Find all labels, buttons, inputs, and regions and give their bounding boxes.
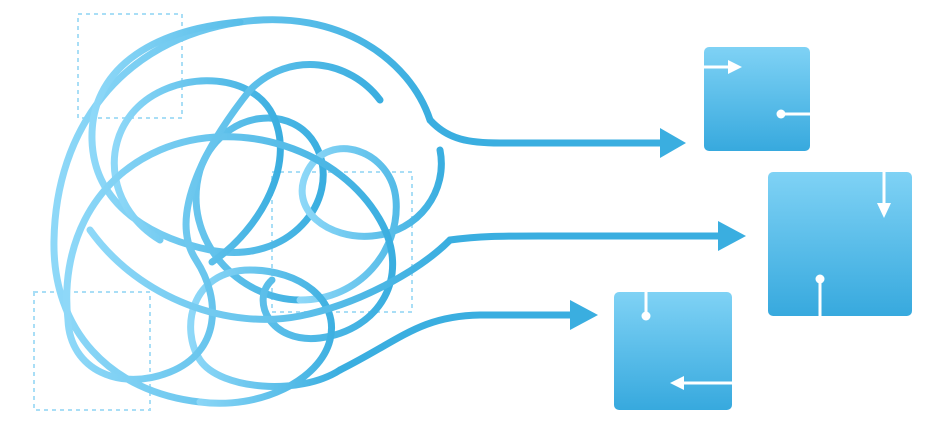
arrowhead-middle-icon	[718, 221, 746, 251]
output-box-bottom	[614, 292, 732, 410]
tangle	[50, 16, 454, 407]
output-line-bottom	[336, 311, 574, 374]
output-arrowheads	[570, 128, 746, 330]
output-lines	[336, 116, 722, 374]
pin-icon	[641, 292, 651, 321]
tangle-loop-4	[63, 133, 397, 342]
output-box-middle	[768, 172, 912, 316]
tangle-loop-1	[88, 18, 327, 304]
output-line-middle	[446, 232, 722, 244]
tangle-loop-5	[187, 266, 344, 407]
tangle-loop-7	[86, 226, 454, 323]
tangle-loop-6	[64, 61, 384, 383]
dashed-frame-bottom-left	[33, 291, 151, 411]
output-box-top	[704, 47, 810, 151]
left-arrow-icon	[670, 376, 732, 390]
pin-icon	[776, 109, 810, 119]
arrowhead-top-icon	[660, 128, 686, 158]
arrowhead-bottom-icon	[570, 300, 598, 330]
output-box-middle-body	[768, 172, 912, 316]
output-box-bottom-body	[614, 292, 732, 410]
down-arrow-icon	[877, 172, 891, 218]
output-box-top-body	[704, 47, 810, 151]
tangle-loop-3	[296, 145, 445, 304]
right-arrow-icon	[704, 60, 742, 74]
output-line-top	[426, 116, 664, 147]
pin-icon	[815, 274, 825, 316]
